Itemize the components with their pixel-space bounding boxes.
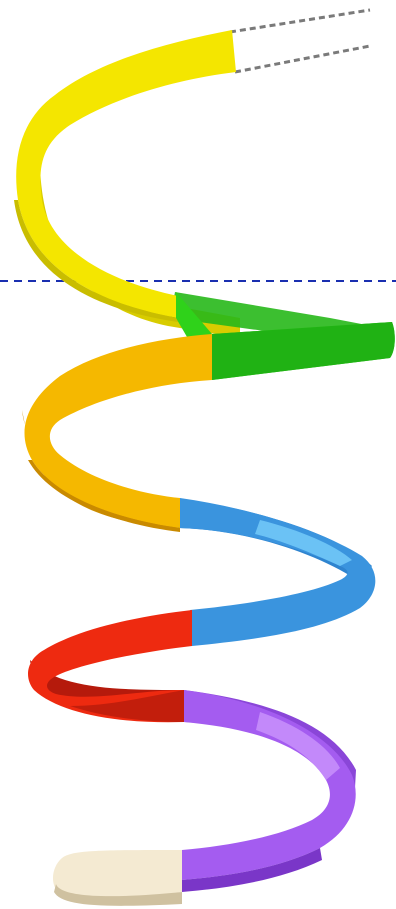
cream-terminus: [53, 850, 182, 899]
